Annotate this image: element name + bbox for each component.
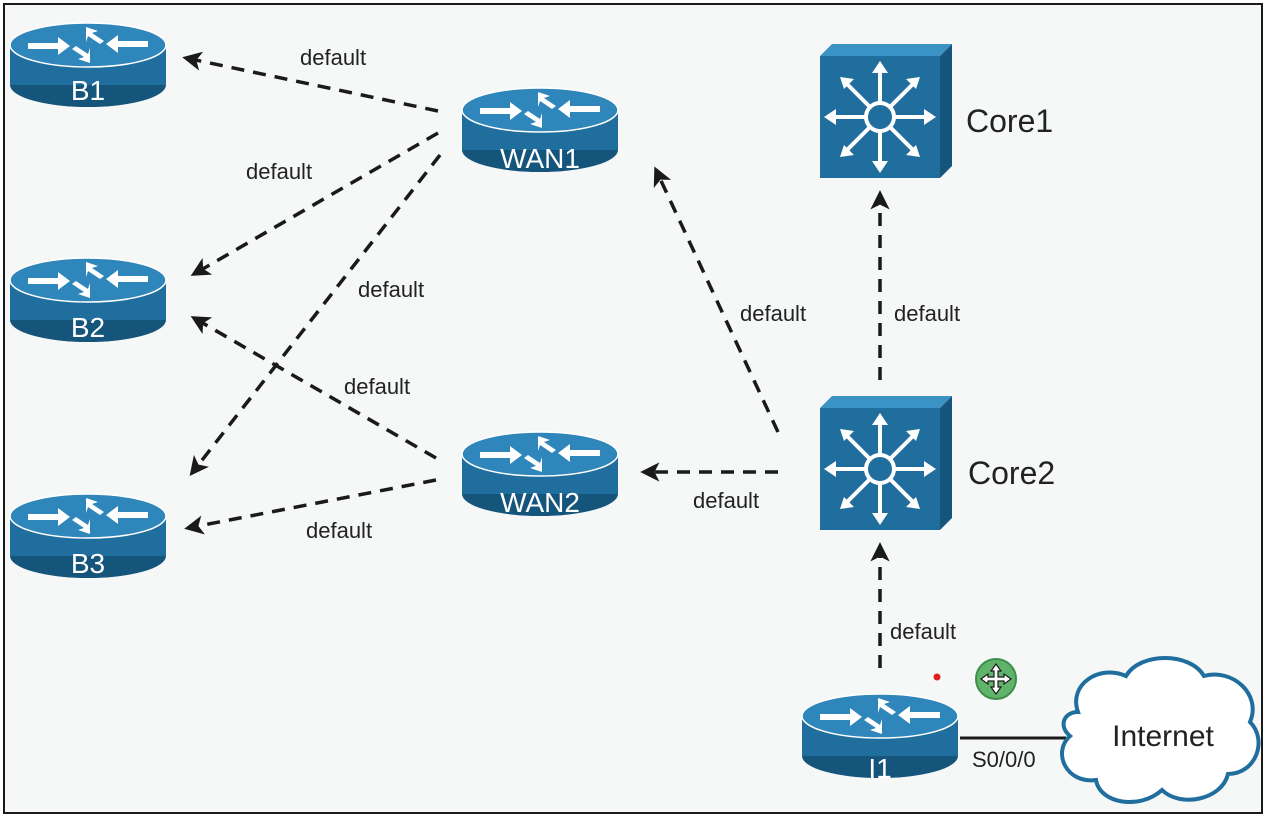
device-label-b1: B1 xyxy=(71,75,105,106)
device-label-core2: Core2 xyxy=(968,455,1055,491)
device-label-core1: Core1 xyxy=(966,103,1053,139)
link-label-wan1-b2: default xyxy=(246,159,312,184)
link-wan1-b3 xyxy=(189,153,442,477)
link-label-core2-core1: default xyxy=(894,301,960,326)
link-label-wan1-b3: default xyxy=(358,277,424,302)
router-b3[interactable]: B3 xyxy=(9,493,167,579)
internet-cloud[interactable]: Internet xyxy=(1060,656,1261,805)
router-i1[interactable]: I1 xyxy=(801,693,959,784)
link-label-core2-wan1: default xyxy=(740,301,806,326)
link-core2-wan1 xyxy=(653,166,780,433)
device-label-wan1: WAN1 xyxy=(500,143,580,174)
device-label-b2: B2 xyxy=(71,312,105,343)
link-label-i1-internet: S0/0/0 xyxy=(972,747,1036,772)
link-label-wan2-b3: default xyxy=(306,518,372,543)
link-wan1-b2 xyxy=(190,131,439,276)
router-b1[interactable]: B1 xyxy=(9,22,167,108)
device-label-wan2: WAN2 xyxy=(500,487,580,518)
link-wan2-b3 xyxy=(184,478,437,535)
link-label-i1-core2: default xyxy=(890,619,956,644)
device-label-i1: I1 xyxy=(868,753,891,784)
switch-core2[interactable] xyxy=(818,394,954,532)
diagram-frame xyxy=(3,3,1263,814)
annotation-dot xyxy=(933,673,941,681)
switch-core1[interactable] xyxy=(818,42,954,180)
router-wan1[interactable]: WAN1 xyxy=(461,87,619,174)
router-b2[interactable]: B2 xyxy=(9,257,167,343)
links xyxy=(182,51,890,668)
cloud-icon xyxy=(1060,656,1261,805)
device-label-internet: Internet xyxy=(1112,720,1214,753)
multilayer-switch-icon xyxy=(818,394,954,532)
link-label-wan1-b1: default xyxy=(300,45,366,70)
link-wan2-b2 xyxy=(190,316,437,460)
link-label-core2-wan2: default xyxy=(693,488,759,513)
router-wan2[interactable]: WAN2 xyxy=(461,431,619,518)
device-label-b3: B3 xyxy=(71,548,105,579)
move-cursor-icon xyxy=(975,658,1017,700)
multilayer-switch-icon xyxy=(818,42,954,180)
link-label-wan2-b2: default xyxy=(344,374,410,399)
